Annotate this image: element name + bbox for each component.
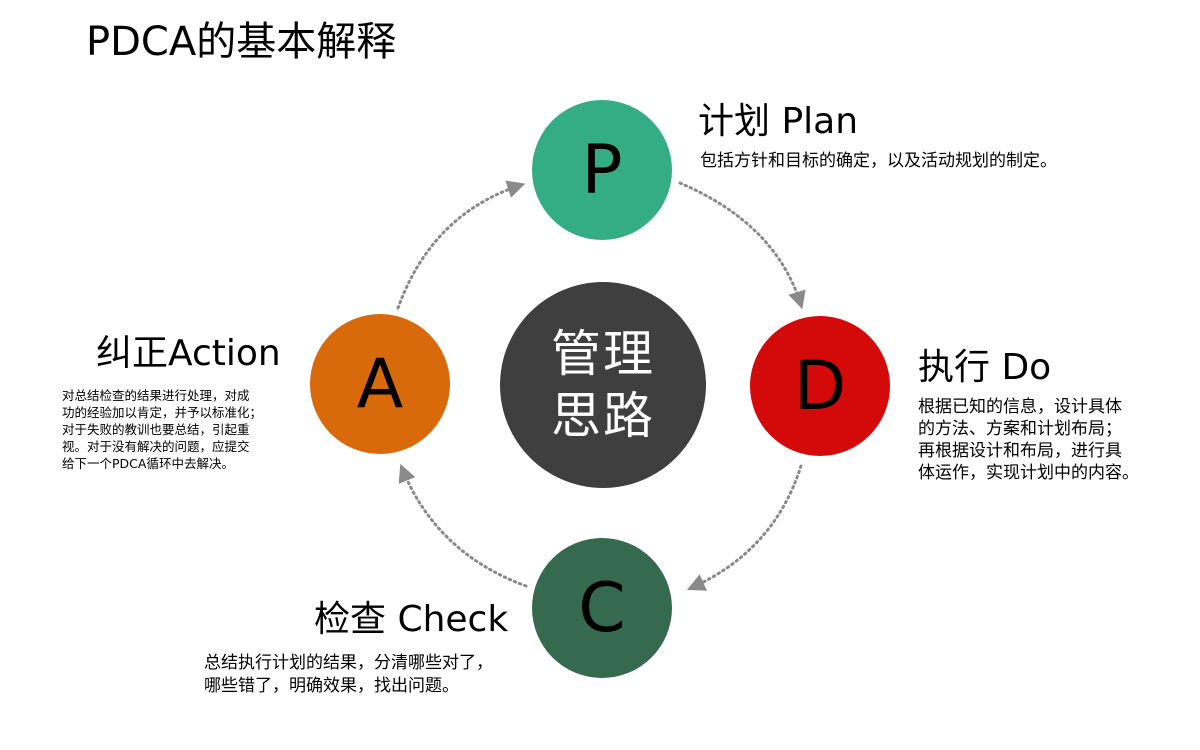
plan-circle: P — [532, 100, 672, 240]
act-letter: A — [356, 344, 404, 424]
page-title: PDCA的基本解释 — [86, 19, 397, 65]
act-description-line: 对于失败的教训也要总结，引起重 — [62, 422, 250, 437]
act-description-line: 给下一个PDCA循环中去解决。 — [62, 456, 234, 471]
do-description-line: 根据已知的信息，设计具体 — [918, 397, 1122, 417]
do-description-line: 的方法、方案和计划布局； — [918, 419, 1122, 439]
arrow-do-to-check — [686, 464, 803, 591]
do-circle: D — [750, 316, 890, 456]
act-description: 对总结检查的结果进行处理，对成 功的经验加以肯定，并予以标准化； 对于失败的教训… — [62, 387, 262, 472]
act-heading: 纠正Action — [96, 333, 281, 374]
check-description-line: 哪些错了，明确效果，找出问题。 — [204, 676, 459, 696]
act-description-line: 视。对于没有解决的问题，应提交 — [62, 439, 250, 454]
plan-heading: 计划 Plan — [698, 101, 859, 142]
center-text-line-1: 管理 — [551, 325, 655, 383]
check-heading: 检查 Check — [314, 599, 509, 640]
arrow-act-to-plan — [396, 180, 526, 310]
check-letter: C — [578, 568, 626, 648]
plan-letter: P — [581, 130, 623, 210]
do-letter: D — [793, 346, 847, 426]
arrow-check-to-act — [398, 463, 528, 588]
do-heading: 执行 Do — [918, 347, 1052, 388]
do-description-line: 体运作，实现计划中的内容。 — [918, 463, 1139, 483]
check-description-line: 总结执行计划的结果，分清哪些对了， — [204, 653, 493, 673]
plan-description-line: 包括方针和目标的确定，以及活动规划的制定。 — [700, 151, 1057, 171]
center-text-line-2: 思路 — [551, 387, 655, 445]
do-description: 根据已知的信息，设计具体 的方法、方案和计划布局； 再根据设计和布局，进行具 体… — [918, 396, 1139, 484]
act-description-line: 功的经验加以肯定，并予以标准化； — [62, 405, 263, 420]
do-description-line: 再根据设计和布局，进行具 — [918, 441, 1122, 461]
center-circle: 管理 思路 — [500, 282, 706, 488]
check-circle: C — [532, 538, 672, 678]
act-description-line: 对总结检查的结果进行处理，对成 — [62, 388, 250, 403]
act-circle: A — [310, 314, 450, 454]
plan-description: 包括方针和目标的确定，以及活动规划的制定。 — [700, 150, 1057, 173]
check-description: 总结执行计划的结果，分清哪些对了， 哪些错了，明确效果，找出问题。 — [204, 652, 493, 698]
arrow-plan-to-do — [678, 181, 806, 310]
